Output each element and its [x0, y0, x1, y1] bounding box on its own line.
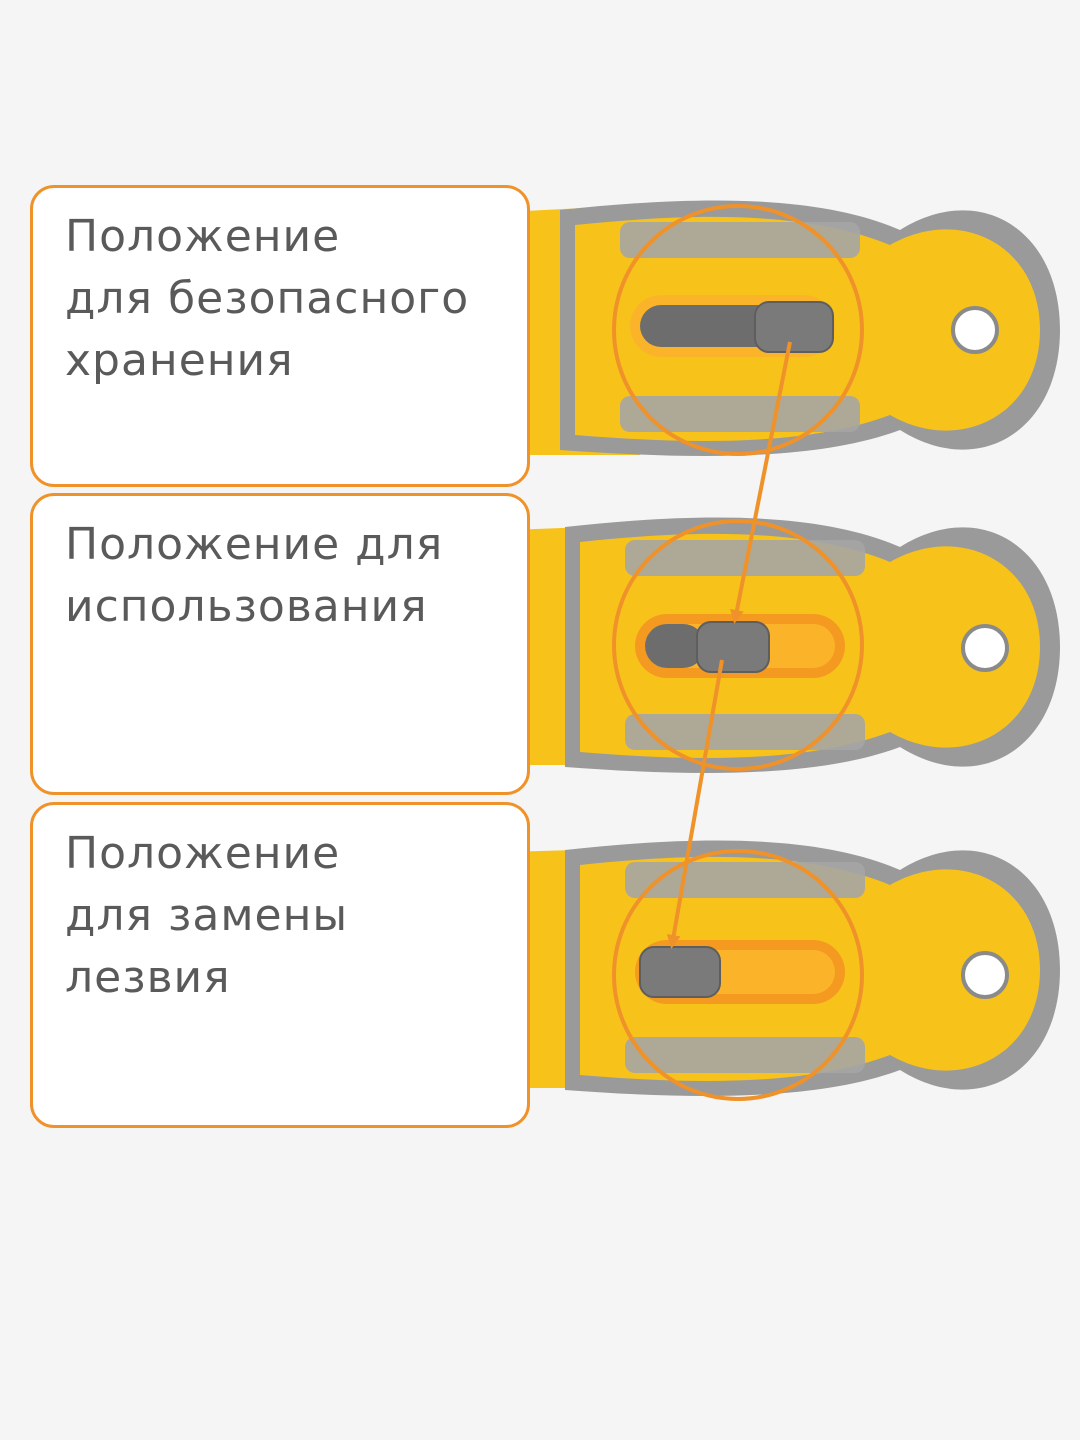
storage-position-label: Положение для безопасного хранения — [65, 211, 470, 386]
circle-highlight-icon — [612, 204, 864, 456]
scraper-use — [467, 517, 1060, 773]
storage-position-box: Положение для безопасного хранения — [30, 185, 530, 487]
use-position-box: Положение для использования — [30, 493, 530, 795]
use-position-label: Положение для использования — [65, 519, 444, 632]
circle-highlight-icon — [612, 849, 864, 1101]
replace-position-label: Положение для замены лезвия — [65, 828, 349, 1003]
arrow-down-icon — [730, 341, 792, 624]
arrow-down-icon — [666, 659, 724, 949]
replace-position-box: Положение для замены лезвия — [30, 802, 530, 1128]
circle-highlight-icon — [612, 519, 864, 771]
scraper-storage — [505, 200, 1060, 456]
